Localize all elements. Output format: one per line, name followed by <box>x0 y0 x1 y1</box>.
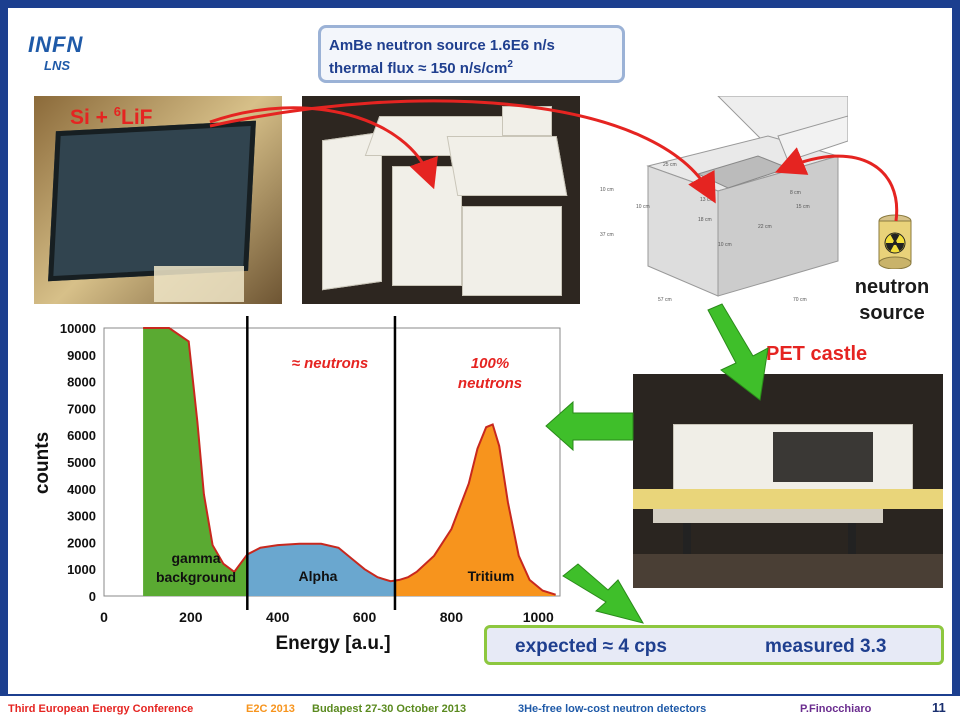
infn-lns-logo: INFN LNS <box>18 22 92 82</box>
detector-label-sup: 6 <box>113 104 122 119</box>
y-tick-label: 7000 <box>67 401 96 416</box>
dim-label: 22 cm <box>758 224 772 230</box>
dim-label: 25 cm <box>663 162 677 168</box>
source-line-1: AmBe neutron source 1.6E6 n/s <box>329 37 555 54</box>
y-tick-label: 2000 <box>67 535 96 550</box>
y-axis-label: counts <box>32 432 53 494</box>
dim-label: 10 cm <box>636 204 650 210</box>
dim-label: 15 cm <box>796 204 810 210</box>
detector-label-suffix: LiF <box>121 106 153 129</box>
dim-label: 57 cm <box>658 297 672 303</box>
dim-label: 10 cm <box>600 187 614 193</box>
expected-rate: expected ≈ 4 cps <box>515 636 667 657</box>
detector-label: Si + 6LiF <box>70 104 153 130</box>
y-tick-label: 8000 <box>67 375 96 390</box>
full-neutrons-line1: 100% <box>471 355 509 372</box>
connector-arrows <box>209 99 899 624</box>
result-box: expected ≈ 4 cps measured 3.3 <box>484 625 944 665</box>
x-axis-ticks: 0 200 400 600 800 1000 <box>100 609 554 625</box>
x-axis-label: Energy [a.u.] <box>275 633 390 654</box>
footer-topic: 3He-free low-cost neutron detectors <box>518 703 707 715</box>
logo-main-text: INFN <box>28 32 84 57</box>
energy-spectrum-chart: 0 200 400 600 800 1000 0 1000 2000 3000 4000 5000 6… <box>32 316 561 654</box>
pet-castle-label: PET castle <box>766 343 868 365</box>
y-tick-label: 5000 <box>67 455 96 470</box>
green-arrow-down <box>707 303 769 401</box>
spectrum-line <box>143 327 556 596</box>
green-arrow-left <box>545 400 634 452</box>
full-neutrons-line2: neutrons <box>458 375 522 392</box>
footer-code: E2C 2013 <box>246 703 295 715</box>
y-tick-label: 3000 <box>67 509 96 524</box>
x-tick-label: 400 <box>266 609 290 625</box>
slide: INFN LNS AmBe neutron source 1.6E6 n/s t… <box>8 8 952 694</box>
detector-photo <box>34 96 282 304</box>
logo-sub-text: LNS <box>44 58 70 73</box>
neutron-label-line1: neutron <box>854 276 930 298</box>
x-tick-label: 800 <box>440 609 464 625</box>
y-tick-label: 1000 <box>67 562 96 577</box>
source-info-box: AmBe neutron source 1.6E6 n/s thermal fl… <box>318 25 625 83</box>
red-arrow-from-source <box>774 147 899 222</box>
castle-block <box>462 206 562 296</box>
x-tick-label: 0 <box>100 609 108 625</box>
footer-author: P.Finocchiaro <box>800 703 872 715</box>
castle-photo <box>302 96 580 304</box>
dim-label: 8 cm <box>790 190 801 196</box>
dim-label: 37 cm <box>600 232 614 238</box>
x-tick-label: 200 <box>179 609 203 625</box>
y-tick-label: 10000 <box>60 321 96 336</box>
x-tick-label: 1000 <box>523 609 554 625</box>
flux-text: thermal flux ≈ 150 n/s/cm <box>329 60 508 77</box>
dim-label: 18 cm <box>698 217 712 223</box>
alpha-label: Alpha <box>299 568 338 584</box>
tape-strip <box>154 266 244 302</box>
flux-exponent: 2 <box>507 59 513 70</box>
y-tick-label: 6000 <box>67 428 96 443</box>
region-area-tritium <box>394 424 556 596</box>
tritium-label: Tritium <box>468 568 515 584</box>
dim-label: 70 cm <box>793 297 807 303</box>
divider-lines <box>246 316 397 610</box>
neutron-source-label: neutron source <box>842 274 942 326</box>
table-top <box>653 509 883 523</box>
region-area-gamma-background <box>143 328 248 596</box>
green-arrow-down-right <box>562 563 645 624</box>
radiation-icon <box>884 232 906 254</box>
region-area-alpha <box>247 543 395 596</box>
red-arrow-to-drawing <box>209 99 716 204</box>
region-areas <box>143 328 556 596</box>
approx-neutrons-label: ≈ neutrons <box>292 355 369 372</box>
detector-label-prefix: Si + <box>70 106 114 129</box>
y-axis-ticks: 0 1000 2000 3000 4000 5000 6000 7000 8000 9000 100… <box>60 321 96 604</box>
gamma-label-line2: background <box>156 569 236 585</box>
measured-rate: measured 3.3 <box>765 636 887 657</box>
y-tick-label: 9000 <box>67 348 96 363</box>
pet-castle-photo <box>633 374 943 588</box>
x-tick-label: 600 <box>353 609 377 625</box>
footer-place: Budapest 27-30 October 2013 <box>312 703 467 715</box>
footer-conference: Third European Energy Conference <box>8 703 194 715</box>
castle-dark-block <box>773 432 873 482</box>
source-line-2: thermal flux ≈ 150 n/s/cm2 <box>329 55 622 78</box>
dim-label: 10 cm <box>718 242 732 248</box>
footer-bar: Third European Energy Conference E2C 201… <box>0 694 960 720</box>
floor <box>633 554 943 588</box>
gamma-label-line1: gamma <box>171 550 220 566</box>
page-number: 11 <box>932 700 946 715</box>
neutron-label-line2: source <box>859 302 925 324</box>
red-arrow-to-castle <box>209 106 438 190</box>
warning-tape <box>633 489 943 509</box>
y-tick-label: 4000 <box>67 482 96 497</box>
y-tick-label: 0 <box>89 589 96 604</box>
neutron-source-can <box>878 214 912 269</box>
